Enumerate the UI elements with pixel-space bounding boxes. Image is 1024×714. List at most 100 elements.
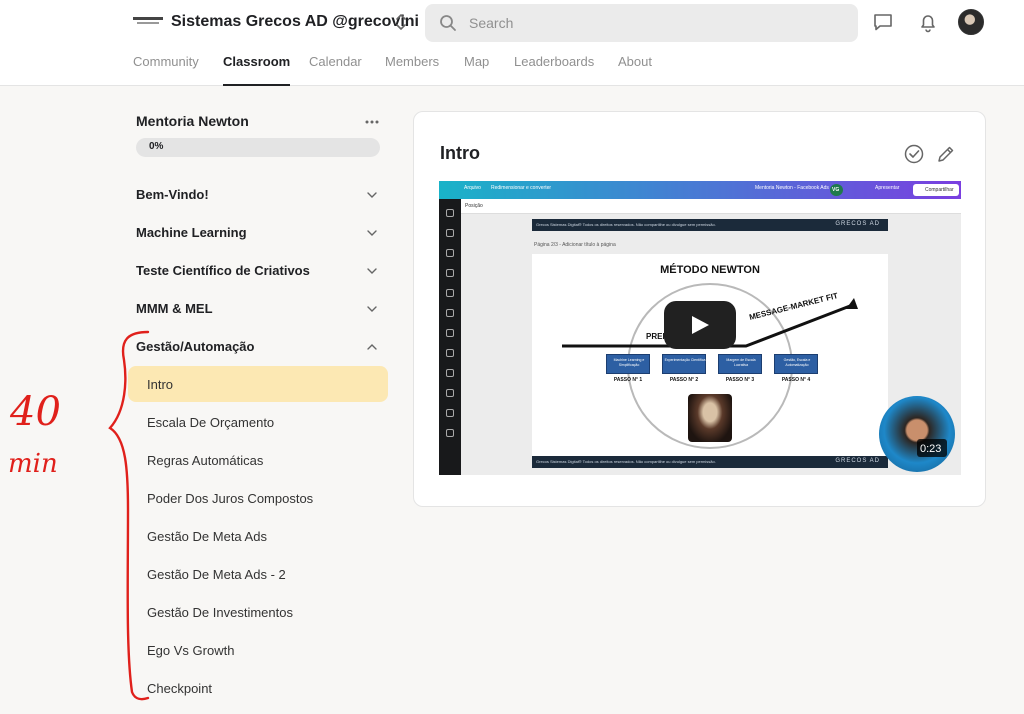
- search-input[interactable]: [469, 4, 839, 42]
- video-player[interactable]: Arquivo Redimensionar e converter Mentor…: [439, 181, 961, 475]
- lesson-label: Regras Automáticas: [147, 453, 264, 468]
- bell-icon[interactable]: [917, 11, 939, 33]
- section-label: Bem-Vindo!: [136, 187, 209, 202]
- check-circle-icon[interactable]: [903, 143, 925, 165]
- chevron-down-icon: [367, 268, 377, 274]
- step-box-text: Machine Learning e Simplificação: [613, 358, 645, 367]
- video-toolbar-file: Arquivo: [464, 185, 481, 191]
- chevron-down-icon: [367, 230, 377, 236]
- section-mmm-mel[interactable]: MMM & MEL: [136, 296, 382, 320]
- step-box-1: Machine Learning e Simplificação: [606, 354, 650, 374]
- search-icon: [440, 15, 456, 31]
- group-logo[interactable]: [133, 14, 163, 28]
- share-label: Compartilhar: [925, 187, 954, 193]
- section-label: Machine Learning: [136, 225, 247, 240]
- step-box-4: Gestão, Escala e Automatização: [774, 354, 818, 374]
- course-progress-bar: 0%: [136, 138, 380, 157]
- chat-icon[interactable]: [872, 11, 894, 33]
- slide-brand: GRECOS AD: [835, 458, 880, 464]
- slide-title: MÉTODO NEWTON: [660, 264, 760, 276]
- section-label: MMM & MEL: [136, 301, 213, 316]
- chevron-down-icon: [367, 306, 377, 312]
- lesson-label: Escala De Orçamento: [147, 415, 275, 430]
- lesson-label: Gestão De Investimentos: [147, 605, 293, 620]
- lesson-gestao-meta-ads[interactable]: Gestão De Meta Ads: [128, 518, 388, 554]
- chevron-down-icon: [367, 192, 377, 198]
- slide-footer-top: Grecos Sistemas Digital® Todos os direit…: [532, 219, 888, 231]
- more-options-icon[interactable]: [363, 115, 381, 129]
- slide-footer-bottom: Grecos Sistemas Digital® Todos os direit…: [532, 456, 888, 468]
- pencil-icon[interactable]: [935, 143, 957, 165]
- tab-classroom[interactable]: Classroom: [223, 54, 291, 86]
- lesson-label: Intro: [147, 377, 174, 392]
- play-button[interactable]: [664, 301, 736, 349]
- video-subbar: Posição: [461, 199, 961, 214]
- video-user-badge: VG: [830, 184, 843, 196]
- lesson-card: Intro Arquivo Redimensionar e converter …: [413, 111, 986, 507]
- lesson-ego-vs-growth[interactable]: Ego Vs Growth: [128, 632, 388, 668]
- user-initials: VG: [832, 187, 840, 193]
- section-label: Teste Científico de Criativos: [136, 263, 310, 278]
- slide-page-label: Página 2/3 - Adicionar título à página: [534, 242, 616, 248]
- lesson-title: Intro: [440, 143, 480, 163]
- progress-label: 0%: [149, 141, 164, 152]
- group-name[interactable]: Sistemas Grecos AD @grecovini: [171, 13, 419, 30]
- lesson-label: Ego Vs Growth: [147, 643, 235, 658]
- video-duration: 0:23: [917, 439, 947, 457]
- step-label-2: PASSO N° 2: [669, 377, 699, 383]
- step-box-text: Gestão, Escala e Automatização: [783, 358, 811, 367]
- step-box-2: Experimentação Científica: [662, 354, 706, 374]
- slide-canvas: MÉTODO NEWTON PREP MESSAGE-MARKET FIT Ma…: [532, 254, 888, 456]
- step-box-3: Margem de Escala Lucrativa: [718, 354, 762, 374]
- section-gestao-automacao[interactable]: Gestão/Automação: [136, 334, 382, 358]
- video-toolbar-doc: Redimensionar e converter: [491, 185, 552, 191]
- step-label-3: PASSO N° 3: [725, 377, 755, 383]
- section-machine-learning[interactable]: Machine Learning: [136, 220, 382, 244]
- lesson-poder-dos-juros[interactable]: Poder Dos Juros Compostos: [128, 480, 388, 516]
- lesson-label: Poder Dos Juros Compostos: [147, 491, 314, 506]
- step-box-text: Experimentação Científica: [664, 358, 706, 362]
- tab-about[interactable]: About: [618, 54, 652, 69]
- video-share-button: Compartilhar: [913, 184, 959, 196]
- top-header: Sistemas Grecos AD @grecovini Community …: [0, 0, 1024, 86]
- search-bar[interactable]: [425, 4, 858, 42]
- lesson-checkpoint[interactable]: Checkpoint: [128, 670, 388, 706]
- section-teste-cientifico[interactable]: Teste Científico de Criativos: [136, 258, 382, 282]
- video-sidebar: [439, 199, 461, 475]
- newton-portrait: [688, 394, 732, 442]
- step-box-text: Margem de Escala Lucrativa: [726, 358, 756, 367]
- lesson-label: Gestão De Meta Ads - 2: [147, 567, 286, 582]
- video-toolbar-project: Mentoria Newton - Facebook Ads: [755, 185, 829, 191]
- lesson-gestao-meta-ads-2[interactable]: Gestão De Meta Ads - 2: [128, 556, 388, 592]
- lesson-label: Gestão De Meta Ads: [147, 529, 267, 544]
- step-label-4: PASSO N° 4: [781, 377, 811, 383]
- annotation-unit: min: [8, 449, 58, 479]
- lesson-gestao-investimentos[interactable]: Gestão De Investimentos: [128, 594, 388, 630]
- tab-leaderboards[interactable]: Leaderboards: [514, 54, 595, 69]
- tab-community[interactable]: Community: [133, 54, 199, 69]
- duration-label: 0:23: [920, 443, 942, 455]
- tab-map[interactable]: Map: [464, 54, 490, 69]
- slide-footer-text: Grecos Sistemas Digital® Todos os direit…: [536, 459, 716, 464]
- play-icon: [692, 316, 709, 334]
- chevron-up-down-icon[interactable]: [393, 12, 409, 32]
- user-avatar[interactable]: [958, 9, 984, 35]
- video-app-toolbar: Arquivo Redimensionar e converter Mentor…: [439, 181, 961, 199]
- step-label-1: PASSO N° 1: [613, 377, 643, 383]
- video-toolbar-present: Apresentar: [875, 185, 900, 191]
- section-bem-vindo[interactable]: Bem-Vindo!: [136, 182, 382, 206]
- slide-prep-label: PREP: [646, 332, 668, 341]
- lesson-label: Checkpoint: [147, 681, 213, 696]
- section-label: Gestão/Automação: [136, 339, 255, 354]
- slide-brand: GRECOS AD: [835, 221, 880, 227]
- subbar-label: Posição: [465, 203, 483, 209]
- tab-calendar[interactable]: Calendar: [309, 54, 362, 69]
- annotation-number: 40: [9, 389, 61, 435]
- lesson-intro[interactable]: Intro: [128, 366, 388, 402]
- lesson-regras-automaticas[interactable]: Regras Automáticas: [128, 442, 388, 478]
- tab-members[interactable]: Members: [385, 54, 440, 69]
- course-title: Mentoria Newton: [136, 113, 249, 129]
- slide-footer-text: Grecos Sistemas Digital® Todos os direit…: [536, 222, 716, 227]
- webcam-overlay: [879, 396, 955, 472]
- lesson-escala-de-orcamento[interactable]: Escala De Orçamento: [128, 404, 388, 440]
